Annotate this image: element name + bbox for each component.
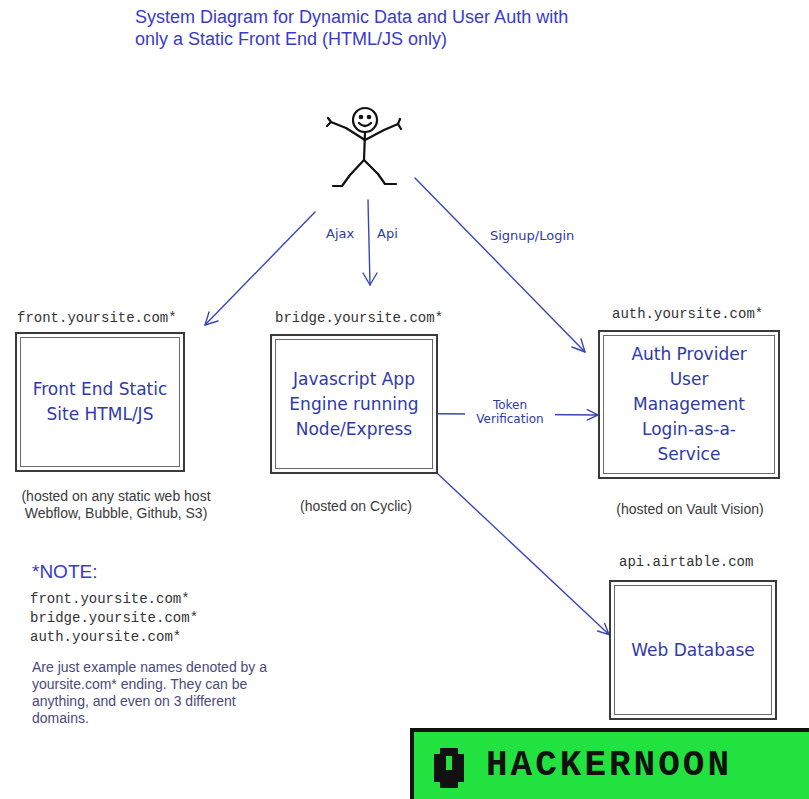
host-name: api.airtable.com	[619, 554, 753, 570]
watermark-icon	[424, 734, 484, 799]
box-title: Javascript App Engine running Node/Expre…	[272, 367, 436, 442]
hosting-note: (hosted on Cyclic)	[262, 498, 450, 515]
example-domain: auth.yoursite.com*	[30, 629, 181, 646]
note-body: Are just example names denoted by a your…	[32, 659, 277, 727]
box-title: Front End Static Site HTML/JS	[17, 377, 183, 427]
api-arrow	[368, 200, 370, 285]
host-name: auth.yoursite.com*	[612, 306, 763, 322]
box-title: Auth Provider User Management Login-as-a…	[600, 342, 778, 467]
service-box: auth.yoursite.com*Auth Provider User Man…	[598, 330, 780, 479]
action-label: Signup/Login	[490, 228, 574, 244]
edge-label: Token Verification	[465, 397, 555, 427]
stick-figure	[327, 108, 401, 186]
user-arrows	[205, 178, 585, 352]
note-heading: *NOTE:	[32, 560, 97, 583]
watermark-badge: HACKERNOON	[410, 728, 809, 799]
host-name: front.yoursite.com*	[17, 310, 177, 326]
host-name: bridge.yoursite.com*	[275, 310, 443, 326]
service-box: bridge.yoursite.com*Javascript App Engin…	[270, 334, 438, 474]
protocol-label: Api	[377, 226, 398, 242]
watermark-text: HACKERNOON	[486, 744, 732, 787]
protocol-label: Ajax	[326, 226, 354, 242]
hosting-note: (hosted on any static web host Webflow, …	[6, 488, 226, 522]
hosting-note: (hosted on Vault Vision)	[585, 501, 795, 518]
service-box: api.airtable.comWeb Database	[609, 580, 777, 720]
diagram-title: System Diagram for Dynamic Data and User…	[135, 6, 595, 50]
box-title: Web Database	[611, 638, 775, 663]
connector-arrow	[438, 474, 609, 635]
example-domain: front.yoursite.com*	[30, 591, 190, 608]
ajax-arrow	[205, 212, 315, 325]
service-box: front.yoursite.com*Front End Static Site…	[15, 332, 185, 472]
example-domain: bridge.yoursite.com*	[30, 610, 198, 627]
